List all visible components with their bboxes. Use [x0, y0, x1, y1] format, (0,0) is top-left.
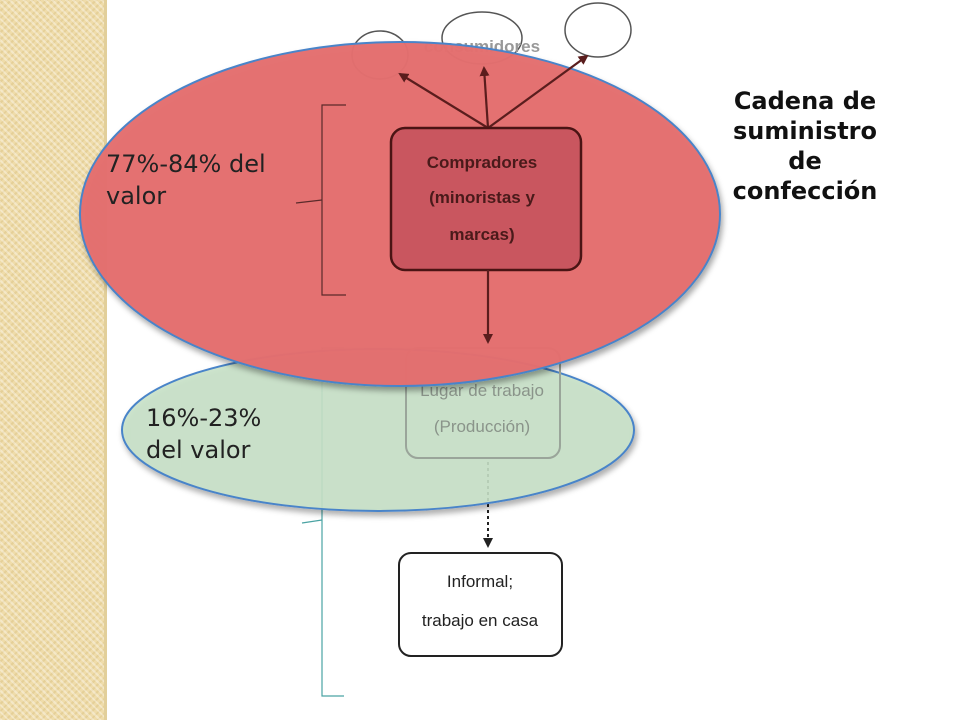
diagram-title: Cadena de suministro de confección: [716, 86, 894, 206]
workplace-line-1: Lugar de trabajo: [420, 381, 544, 400]
title-line-2: suministro: [733, 117, 877, 145]
upper-bracket-point: [295, 199, 323, 204]
informal-box: [398, 552, 563, 657]
buyers-box: [389, 126, 583, 272]
arrow-to-consumer-left: [398, 72, 489, 129]
side-strip-edge: [104, 0, 107, 720]
title-line-4: confección: [732, 177, 878, 205]
buyers-line-3: marcas): [449, 225, 514, 244]
arrow-to-consumer-right: [487, 54, 589, 129]
decorative-side-strip: [0, 0, 106, 720]
informal-line-2: trabajo en casa: [422, 611, 539, 630]
high-value-share-label: 77%-84% del valor: [106, 150, 266, 210]
informal-line-1: Informal;: [447, 572, 513, 591]
lower-bracket-point: [301, 519, 323, 524]
buyers-line-2: (minoristas y: [429, 188, 535, 207]
low-value-share-label: 16%-23% del valor: [146, 404, 262, 464]
consumer-circle-right: [564, 2, 632, 58]
title-line-3: de: [788, 147, 822, 175]
workplace-line-2: (Producción): [434, 417, 530, 436]
buyers-line-1: Compradores: [427, 153, 538, 172]
title-line-1: Cadena de: [733, 87, 877, 115]
arrow-to-consumer-middle: [479, 66, 490, 129]
